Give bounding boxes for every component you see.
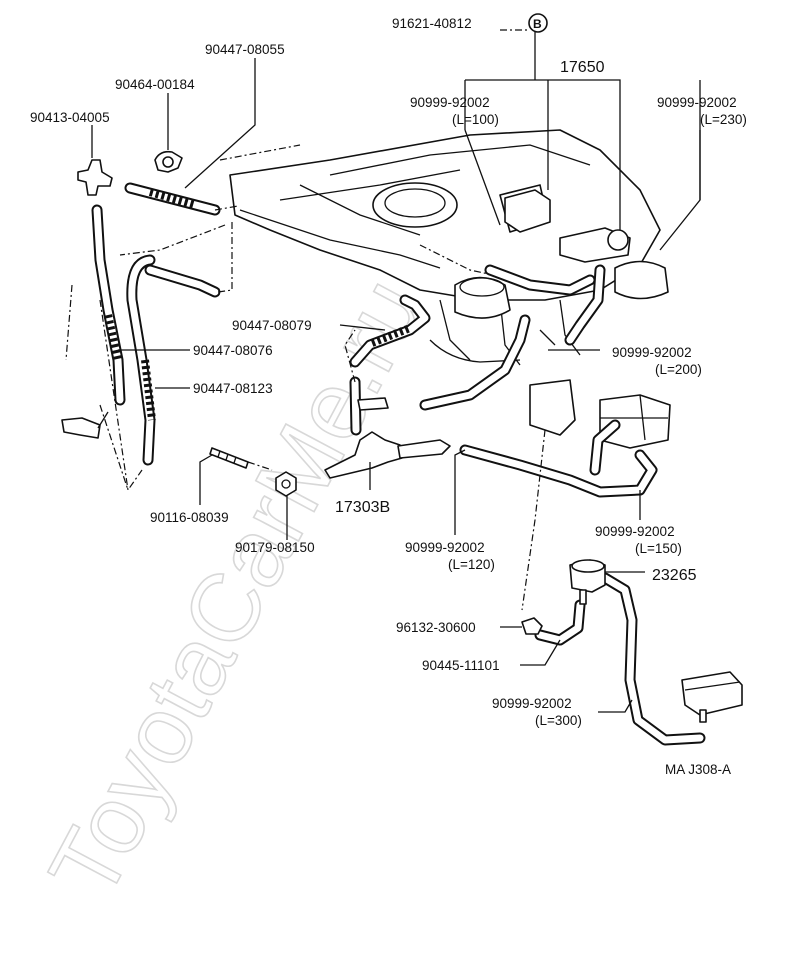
lower-bracket xyxy=(529,379,576,436)
stud-thread xyxy=(217,450,237,464)
leader-90445 xyxy=(520,639,561,666)
hose-l300 xyxy=(599,572,706,746)
label-l120: (L=120) xyxy=(448,557,495,572)
label-90179-08150: 90179-08150 xyxy=(235,540,315,555)
diagram-code: MA J308-A xyxy=(665,762,731,777)
left-end-hose xyxy=(97,411,109,429)
labels: 91621-40812 17650 90447-08055 90464-0018… xyxy=(30,16,747,777)
label-17303b: 17303B xyxy=(335,499,390,516)
label-90447-08123: 90447-08123 xyxy=(193,381,273,396)
right-valve-detail xyxy=(600,394,668,441)
plenum-top-ridge xyxy=(279,144,591,201)
right-valve-block xyxy=(599,394,671,449)
hose-clip-ring xyxy=(162,156,174,168)
label-90116-08039: 90116-08039 xyxy=(150,510,229,525)
leader-90447-08055 xyxy=(184,58,256,189)
label-l100: (L=100) xyxy=(452,112,499,127)
leader-90116 xyxy=(199,454,213,505)
throttle-opening xyxy=(372,182,458,228)
label-23265: 23265 xyxy=(652,567,697,584)
small-parts xyxy=(61,150,743,723)
stud-bolt xyxy=(209,447,249,469)
watermark: ToyotaCarMe.ru xyxy=(28,261,445,916)
throttle-body-lower xyxy=(429,329,556,363)
nut xyxy=(275,471,297,497)
label-90447-08079: 90447-08079 xyxy=(232,318,312,333)
left-end-fitting xyxy=(61,417,101,439)
vacuum-tank-edge xyxy=(684,681,741,691)
vsv-23265-nozzle xyxy=(579,589,587,605)
leader-l230 xyxy=(659,130,701,251)
vacuum-tank-port xyxy=(699,709,707,723)
label-90445-11101: 90445-11101 xyxy=(422,658,500,673)
label-96132-30600: 96132-30600 xyxy=(396,620,476,635)
leader-17650 xyxy=(464,79,701,230)
label-l200: (L=200) xyxy=(655,362,702,377)
label-90999-l230: 90999-92002 xyxy=(657,95,737,110)
hose-clamp xyxy=(521,617,543,635)
leader-90447-08079 xyxy=(339,324,386,331)
label-90999-l300: 90999-92002 xyxy=(492,696,572,711)
hose-08076-sleeve xyxy=(104,314,122,361)
leader-l120 xyxy=(454,449,466,535)
relay-bracket xyxy=(504,189,551,233)
vacuum-tank xyxy=(681,671,743,716)
three-way-fitting xyxy=(77,159,113,196)
hose-08123-sleeve xyxy=(141,359,156,421)
label-90999-l150: 90999-92002 xyxy=(595,524,675,539)
nut-hole xyxy=(281,479,291,489)
bracket-17303b-tube xyxy=(397,439,451,459)
label-90999-l120: 90999-92002 xyxy=(405,540,485,555)
hose-08079-sleeve xyxy=(370,324,412,347)
hose-08055-sleeve xyxy=(148,188,197,209)
leader-lines xyxy=(91,30,701,713)
label-90999-l200: 90999-92002 xyxy=(612,345,692,360)
guide-lines xyxy=(65,29,546,611)
callout-b: B xyxy=(528,13,548,33)
callout-b-letter: B xyxy=(533,17,542,31)
label-90413-04005: 90413-04005 xyxy=(30,110,110,125)
egr-valve-top xyxy=(459,277,505,297)
label-91621-40812: 91621-40812 xyxy=(392,16,472,31)
callout-b-circle xyxy=(528,13,548,33)
leader-l300 xyxy=(598,699,633,713)
bracket-top xyxy=(357,397,389,411)
plenum-dashed-edge xyxy=(119,144,541,286)
egr-modulator xyxy=(614,260,669,300)
label-90999-l100: 90999-92002 xyxy=(410,95,490,110)
label-l230: (L=230) xyxy=(700,112,747,127)
label-90447-08055: 90447-08055 xyxy=(205,42,285,57)
vsv-plug xyxy=(607,229,629,251)
leader-l100 xyxy=(464,129,501,226)
label-l150: (L=150) xyxy=(635,541,682,556)
vsv-23265-top xyxy=(571,559,605,573)
label-90447-08076: 90447-08076 xyxy=(193,343,273,358)
throttle-opening-inner xyxy=(384,188,446,218)
label-17650: 17650 xyxy=(560,59,605,76)
watermark-text: ToyotaCarMe.ru xyxy=(29,262,444,915)
label-90464-00184: 90464-00184 xyxy=(115,77,195,92)
plenum-edge xyxy=(239,184,441,269)
label-l300: (L=300) xyxy=(535,713,582,728)
